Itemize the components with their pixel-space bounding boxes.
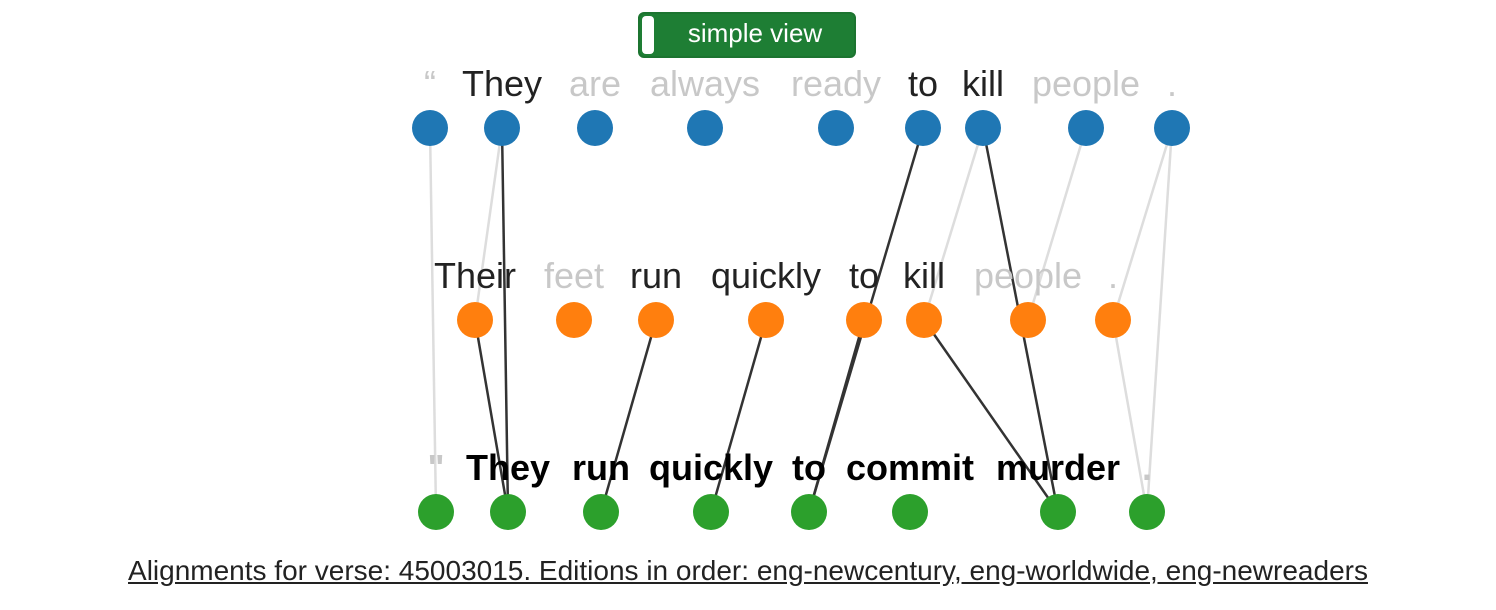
token-node-row2[interactable] [638, 302, 674, 338]
token-label-row3: run [572, 447, 630, 488]
token-node-row1[interactable] [1154, 110, 1190, 146]
token-label-row3: quickly [649, 447, 773, 488]
token-label-row3: to [792, 447, 826, 488]
token-node-row3[interactable] [583, 494, 619, 530]
token-label-row1: ready [791, 63, 881, 104]
token-label-row1: . [1167, 63, 1177, 104]
token-node-row3[interactable] [892, 494, 928, 530]
alignment-link-weak [428, 127, 438, 513]
token-label-row1: are [569, 63, 621, 104]
token-label-row3: . [1142, 447, 1152, 488]
alignment-link-strong [807, 319, 866, 513]
token-node-row2[interactable] [748, 302, 784, 338]
alignment-link-weak [1026, 127, 1088, 321]
alignment-link-weak [922, 127, 985, 321]
token-node-row3[interactable] [1129, 494, 1165, 530]
token-label-row2: run [630, 255, 682, 296]
alignment-caption: Alignments for verse: 45003015. Editions… [128, 555, 1368, 586]
token-node-row3[interactable] [791, 494, 827, 530]
token-label-row2: people [974, 255, 1082, 296]
token-node-row3[interactable] [490, 494, 526, 530]
token-label-row1: kill [962, 63, 1004, 104]
token-node-row1[interactable] [965, 110, 1001, 146]
alignment-link-strong [473, 319, 510, 513]
token-label-row2: quickly [711, 255, 821, 296]
alignment-link-strong [500, 127, 510, 513]
token-node-row1[interactable] [687, 110, 723, 146]
token-label-row1: “ [424, 63, 436, 104]
token-node-row1[interactable] [1068, 110, 1104, 146]
token-label-row2: . [1108, 255, 1118, 296]
token-node-row3[interactable] [1040, 494, 1076, 530]
toggle-label: simple view [687, 18, 823, 48]
token-node-row3[interactable] [693, 494, 729, 530]
toggle-knob[interactable] [642, 16, 654, 54]
token-label-row3: commit [846, 447, 974, 488]
token-node-row2[interactable] [1095, 302, 1131, 338]
alignment-link-weak [1145, 127, 1174, 513]
alignment-link-weak [473, 127, 504, 321]
token-node-row1[interactable] [484, 110, 520, 146]
token-label-row2: to [849, 255, 879, 296]
alignment-link-strong [599, 319, 658, 513]
token-label-row3: They [466, 447, 550, 488]
token-label-row1: always [650, 63, 760, 104]
alignment-link-weak [1111, 319, 1149, 513]
alignment-link-weak [1111, 127, 1174, 321]
token-label-row2: feet [544, 255, 604, 296]
token-label-row1: to [908, 63, 938, 104]
token-node-row2[interactable] [457, 302, 493, 338]
alignment-link-strong [709, 319, 768, 513]
alignment-link-strong [922, 319, 1060, 513]
token-node-row2[interactable] [556, 302, 592, 338]
token-label-row2: kill [903, 255, 945, 296]
token-node-row3[interactable] [418, 494, 454, 530]
token-label-row3: murder [996, 447, 1120, 488]
token-node-row2[interactable] [846, 302, 882, 338]
simple-view-toggle[interactable]: simple view [638, 12, 856, 58]
token-label-row1: people [1032, 63, 1140, 104]
token-node-row1[interactable] [905, 110, 941, 146]
token-label-row1: They [462, 63, 542, 104]
token-node-row1[interactable] [412, 110, 448, 146]
token-node-row1[interactable] [818, 110, 854, 146]
token-label-row2: Their [434, 255, 516, 296]
token-label-row3: " [427, 447, 444, 488]
token-node-row2[interactable] [906, 302, 942, 338]
token-node-row2[interactable] [1010, 302, 1046, 338]
token-node-row1[interactable] [577, 110, 613, 146]
